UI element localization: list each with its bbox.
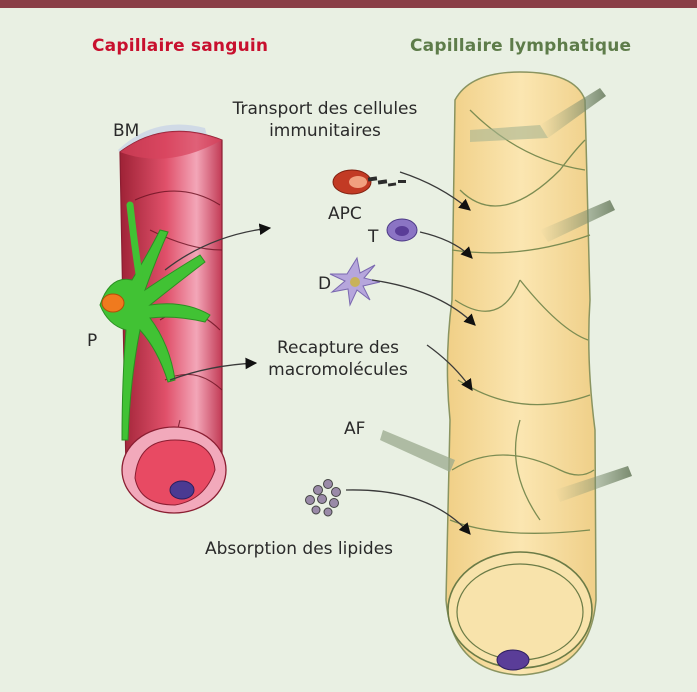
pericyte-nucleus xyxy=(102,294,124,312)
t-cell xyxy=(387,219,417,241)
label-bm: BM xyxy=(113,120,139,142)
label-apc: APC xyxy=(328,203,362,225)
blood-vessel-nucleus xyxy=(170,481,194,499)
dendritic-cell xyxy=(330,258,380,305)
apc-cell xyxy=(333,170,406,194)
label-recapture-line2: macromolécules xyxy=(258,359,418,381)
label-recapture-line1: Recapture des xyxy=(258,337,418,359)
label-recapture: Recapture des macromolécules xyxy=(258,337,418,381)
blood-capillary-title: Capillaire sanguin xyxy=(92,36,268,56)
label-p: P xyxy=(87,330,97,352)
lymphatic-nucleus xyxy=(497,650,529,670)
anchoring-filament xyxy=(380,430,455,472)
label-transport: Transport des cellules immunitaires xyxy=(205,98,445,142)
label-t: T xyxy=(368,226,378,248)
label-d: D xyxy=(318,273,331,295)
lymphatic-capillary xyxy=(446,72,596,675)
label-transport-line2: immunitaires xyxy=(205,120,445,142)
label-absorption: Absorption des lipides xyxy=(205,538,393,560)
lipid-droplets xyxy=(306,480,341,517)
label-af: AF xyxy=(344,418,365,440)
lymphatic-capillary-title: Capillaire lymphatique xyxy=(410,36,631,56)
label-transport-line1: Transport des cellules xyxy=(205,98,445,120)
